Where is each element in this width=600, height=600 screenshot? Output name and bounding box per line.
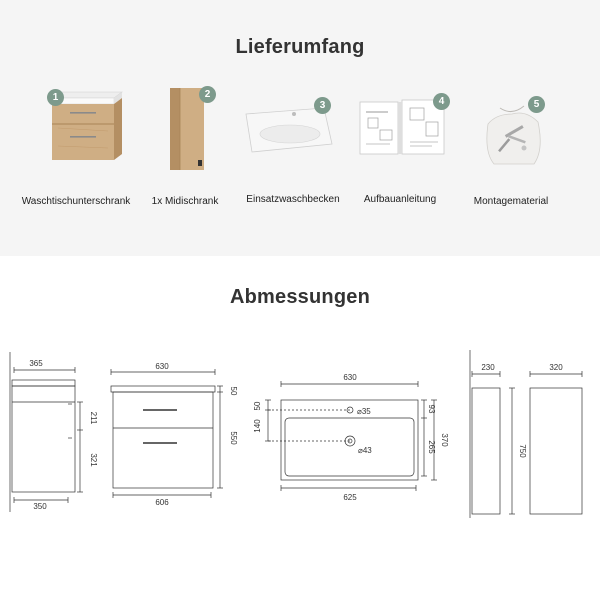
- item-label-vanity-unit: Waschtischunterschrank: [21, 196, 131, 207]
- dim-basin-tap-offset: 50: [253, 401, 262, 410]
- item-number-badge: 3: [314, 97, 331, 114]
- dim-side-upper-drawer: 211: [89, 412, 98, 425]
- item-label-midi-cabinet: 1x Midischrank: [151, 196, 219, 207]
- delivery-scope-title: Lieferumfang: [235, 36, 365, 58]
- item-number-badge: 1: [47, 89, 64, 106]
- dimensions-title: Abmessungen: [229, 286, 370, 308]
- dim-front-top-width: 630: [155, 362, 169, 371]
- basin-image: [244, 104, 334, 156]
- vanity-unit-image: [48, 84, 128, 164]
- dim-basin-outer-width: 630: [343, 373, 357, 382]
- dim-front-bottom-width: 606: [155, 498, 169, 507]
- dim-front-body-height: 550: [229, 431, 238, 445]
- item-number-badge: 2: [199, 86, 216, 103]
- dim-cabinet-height: 750: [518, 444, 527, 458]
- dim-cabinet-depth: 230: [481, 363, 495, 372]
- item-label-manual: Aufbauanleitung: [363, 194, 437, 205]
- dim-basin-right-total: 370: [440, 433, 449, 447]
- dim-basin-tap-hole: ⌀35: [357, 407, 371, 416]
- dim-basin-right-top: 93: [427, 405, 436, 414]
- dim-side-bottom-width: 350: [33, 502, 47, 511]
- mounting-material-image: [478, 100, 548, 170]
- item-number-badge: 4: [433, 93, 450, 110]
- item-label-basin: Einsatzwaschbecken: [246, 194, 340, 205]
- item-number-badge: 5: [528, 96, 545, 113]
- dimension-drawings: 365 350 211 321 630 606 50 550 630 625 5…: [9, 350, 583, 518]
- dim-basin-bowl-offset: 140: [253, 419, 262, 433]
- dim-basin-drain-hole: ⌀43: [358, 446, 372, 455]
- dim-basin-right-inner: 265: [427, 440, 436, 454]
- manual-image: [358, 98, 448, 158]
- midi-cabinet-image: [168, 84, 208, 174]
- dim-basin-inner-width: 625: [343, 493, 357, 502]
- dim-cabinet-width: 320: [549, 363, 563, 372]
- dim-side-top-width: 365: [29, 359, 43, 368]
- dim-side-lower-drawer: 321: [89, 453, 98, 467]
- dim-front-basin-height: 50: [229, 387, 238, 396]
- item-label-mounting-material: Montagematerial: [473, 196, 549, 207]
